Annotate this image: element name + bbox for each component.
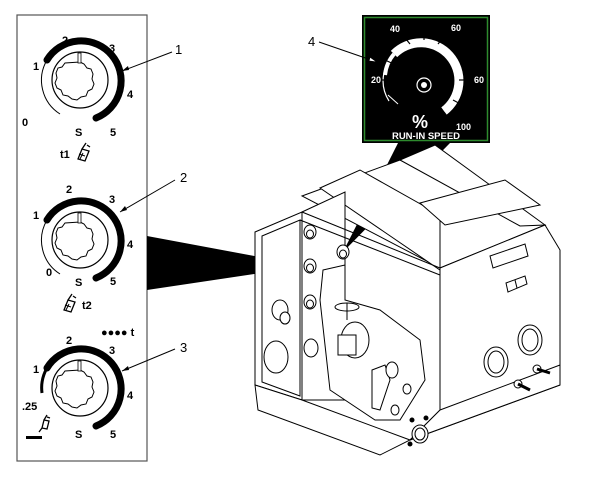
knob-2-function-label: t2 — [82, 300, 92, 312]
torch-trigger-icon — [77, 142, 91, 162]
gauge-ticks — [382, 26, 474, 125]
zoom-wedge-knob — [147, 236, 308, 290]
gauge-scale-arc — [390, 38, 464, 115]
spot-weld-icon — [26, 414, 51, 439]
knob-3-tick-2: 2 — [66, 335, 72, 347]
callout-1: 1 — [175, 42, 182, 57]
gauge-unit: % — [412, 112, 428, 132]
gauge-label-100: 100 — [456, 122, 471, 132]
knob-2-tick-3: 3 — [109, 194, 115, 206]
knob-1-tick-5: 5 — [110, 127, 116, 139]
knob-1-tick-1: 1 — [33, 61, 39, 73]
knob-3-start-label: S — [75, 429, 82, 441]
callout-line-2 — [119, 179, 176, 213]
callout-4: 4 — [308, 34, 315, 49]
knob-3-scale-arc — [43, 345, 125, 430]
gauge-center-ring — [416, 77, 432, 93]
knob-3-tick-4: 4 — [127, 390, 134, 402]
knob-2-tick-4: 4 — [127, 239, 134, 251]
run-in-speed-inset: 20 40 60 60 100 % RUN-IN SPEED — [362, 15, 490, 143]
knob-2-scale-arc — [43, 197, 125, 282]
knob-1-scale-arc — [43, 37, 125, 122]
gauge-caption: RUN-IN SPEED — [392, 131, 460, 142]
panel-knob-middle[interactable] — [303, 258, 317, 274]
torch-release-icon — [63, 293, 77, 313]
knob-1-thin-arc — [40, 59, 61, 115]
knob-1-tick-2: 2 — [62, 35, 68, 47]
wire-feeder-machine — [254, 144, 561, 456]
knob-2-pointer — [77, 212, 82, 224]
knob-2-tick-1: 1 — [33, 210, 39, 222]
callout-line-1 — [121, 51, 173, 72]
panel-knob-lower[interactable] — [303, 294, 317, 310]
knob-1-tick-0: 0 — [22, 117, 28, 129]
panel-knob-upper[interactable] — [303, 224, 317, 240]
gauge-label-80: 60 — [474, 75, 484, 85]
callout-line-3 — [121, 348, 176, 372]
knob-1-pointer — [77, 52, 82, 64]
knob-3-tick-1: 1 — [33, 364, 39, 376]
gauge-label-20: 20 — [371, 75, 381, 85]
gauge-label-60: 60 — [451, 23, 461, 33]
callout-3: 3 — [180, 340, 187, 355]
knob-3-tick-3: 3 — [109, 345, 115, 357]
knob-2-tick-0: 0 — [46, 267, 52, 279]
knob-3-tick-5: 5 — [110, 429, 116, 441]
knob-1-start-label: S — [75, 127, 82, 139]
callout-line-4 — [318, 41, 378, 63]
run-in-speed-knob[interactable] — [336, 244, 350, 260]
knob-1-tick-3: 3 — [109, 43, 115, 55]
knob-3[interactable] — [40, 345, 125, 430]
knob-1[interactable] — [40, 37, 125, 122]
knob-2[interactable] — [40, 197, 125, 282]
knob-1-tick-4: 4 — [127, 89, 134, 101]
knob-3-pointer — [77, 360, 82, 372]
knob-2-start-label: S — [75, 277, 82, 289]
gauge-label-40: 40 — [390, 24, 400, 34]
callout-2: 2 — [180, 170, 187, 185]
knob-2-tick-2: 2 — [66, 184, 72, 196]
knob-2-tick-5: 5 — [110, 276, 116, 288]
knob-3-tick-025: .25 — [22, 401, 37, 413]
knob-3-function-label: ●●●● t — [101, 327, 135, 339]
knob-1-function-label: t1 — [60, 149, 70, 161]
gauge-center-dot — [421, 82, 427, 88]
inset-green-border — [363, 16, 489, 142]
